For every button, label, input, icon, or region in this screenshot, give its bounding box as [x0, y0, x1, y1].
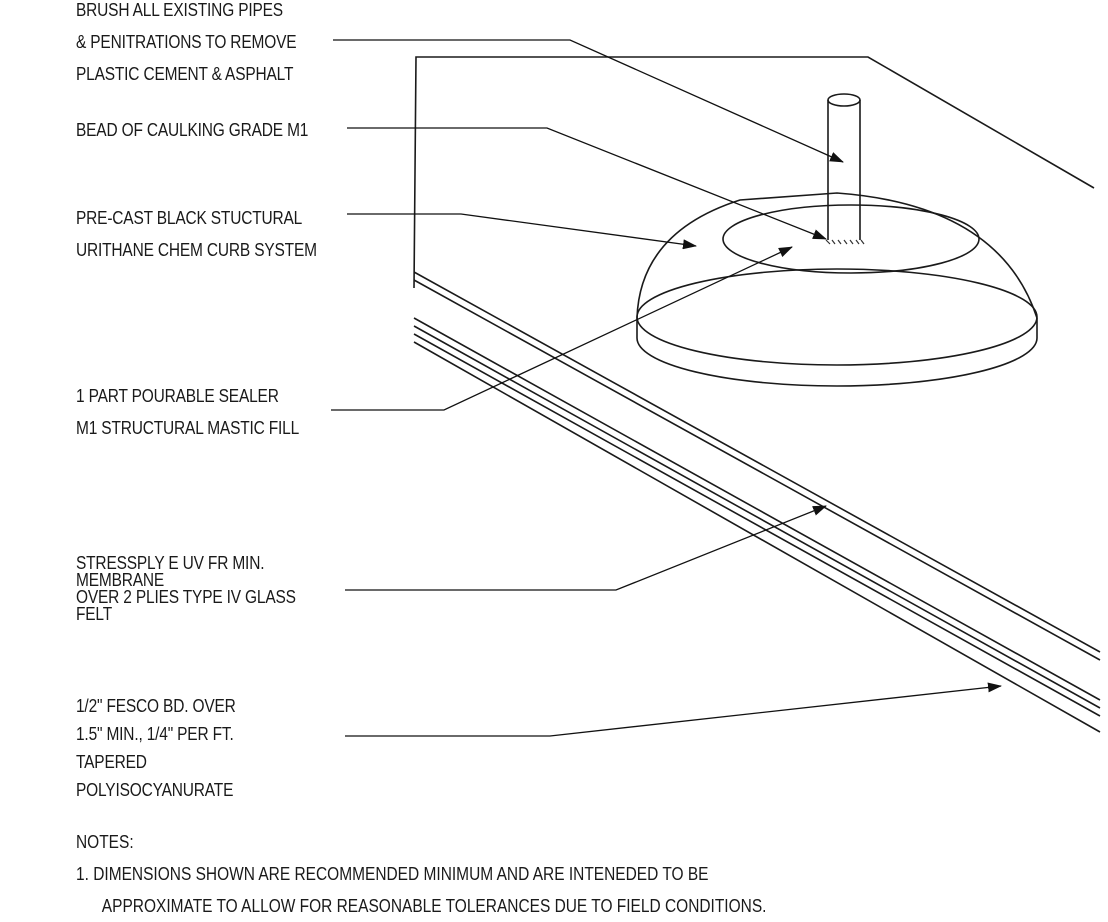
membrane-layer-lines: [413, 271, 1101, 733]
notes-section: NOTES: 1. DIMENSIONS SHOWN ARE RECOMMEND…: [76, 826, 766, 922]
sealer-fill-surface: [722, 204, 980, 274]
callout-caulking-bead: BEAD OF CAULKING GRADE M1: [76, 120, 309, 140]
roof-deck-outline: [413, 56, 1095, 289]
curb-dome: [636, 192, 1038, 319]
curb-top: [636, 268, 1038, 366]
leader-sealer: [331, 246, 793, 411]
note-text-line2: APPROXIMATE TO ALLOW FOR REASONABLE TOLE…: [101, 896, 767, 916]
leader-curb: [347, 213, 697, 250]
callout-insulation-board: 1/2" FESCO BD. OVER 1.5" MIN., 1/4" PER …: [76, 696, 236, 800]
leader-membrane: [345, 505, 827, 591]
notes-heading: NOTES:: [76, 832, 134, 852]
caulk-bead: [825, 239, 865, 245]
note-text-line1: DIMENSIONS SHOWN ARE RECOMMENDED MINIMUM…: [93, 864, 709, 884]
pipe-body: [827, 100, 861, 240]
pipe-top: [827, 93, 861, 107]
leader-brush: [333, 39, 844, 163]
leader-caulk: [347, 127, 827, 240]
note-number: 1.: [76, 864, 89, 884]
leader-insulation: [345, 682, 1002, 737]
note-item: 1. DIMENSIONS SHOWN ARE RECOMMENDED MINI…: [76, 858, 766, 890]
callout-brush-pipes: BRUSH ALL EXISTING PIPES & PENITRATIONS …: [76, 0, 297, 84]
callout-membrane: STRESSPLY E UV FR MIN. MEMBRANE OVER 2 P…: [76, 553, 296, 624]
callout-pourable-sealer: 1 PART POURABLE SEALER M1 STRUCTURAL MAS…: [76, 386, 300, 438]
callout-curb-system: PRE-CAST BLACK STUCTURAL URITHANE CHEM C…: [76, 208, 317, 260]
curb-base: [636, 318, 1038, 387]
